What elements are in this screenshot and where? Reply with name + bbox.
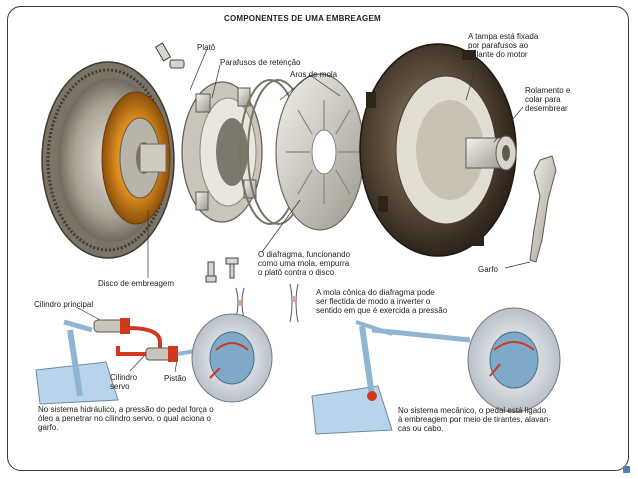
caption-mechanical-line: cas ou cabo. bbox=[398, 424, 444, 433]
leader-lines bbox=[75, 48, 531, 373]
mechanical-system bbox=[311, 307, 561, 435]
release-fork bbox=[529, 155, 557, 263]
label-bearing-line: desembrear bbox=[525, 104, 568, 113]
retaining-screws bbox=[154, 42, 239, 283]
label-diaphragm: O diafragma, funcionando como uma mola, … bbox=[258, 250, 350, 277]
corner-accent bbox=[623, 466, 630, 473]
label-retaining-screws: Parafusos de retenção bbox=[220, 58, 301, 67]
label-clutch-disc: Disco de embreagem bbox=[98, 279, 175, 288]
caption-mechanical-line: No sistema mecânico, o pedal está ligado bbox=[398, 406, 547, 415]
label-spring-rings: Aros de mola bbox=[290, 70, 338, 79]
clutch-cover bbox=[359, 43, 517, 257]
label-diaphragm-line: O diafragma, funcionando bbox=[258, 250, 351, 259]
label-fork: Garfo bbox=[478, 265, 499, 274]
clutch-disc bbox=[101, 91, 171, 225]
label-cover-line: por parafusos ao bbox=[468, 41, 529, 50]
pressure-plate bbox=[181, 81, 263, 223]
label-release-bearing: Rolamento e colar para desembrear bbox=[525, 86, 570, 113]
label-conical-line: A mola cônica do diafragma pode bbox=[316, 288, 435, 297]
diagram-title: COMPONENTES DE UMA EMBREAGEM bbox=[224, 14, 381, 23]
caption-mechanical-line: à embreagem por meio de tirantes, alavan… bbox=[398, 415, 551, 424]
hydraulic-system bbox=[35, 313, 273, 405]
caption-hydraulic-line: garfo. bbox=[38, 423, 59, 432]
label-diaphragm-line: o platô contra o disco bbox=[258, 268, 335, 277]
label-piston: Pistão bbox=[164, 374, 187, 383]
label-cover: A tampa está fixada por parafusos ao vol… bbox=[468, 32, 538, 59]
label-conical-spring: A mola cônica do diafragma pode ser flec… bbox=[316, 288, 447, 315]
caption-hydraulic-line: No sistema hidráulico, a pressão do peda… bbox=[38, 405, 214, 414]
diaphragm-spring bbox=[275, 73, 365, 231]
slide-frame bbox=[7, 6, 629, 471]
label-servo-line: Cilindro bbox=[110, 373, 138, 382]
caption-hydraulic: No sistema hidráulico, a pressão do peda… bbox=[38, 405, 214, 432]
label-bearing-line: Rolamento e bbox=[525, 86, 571, 95]
label-servo-cylinder: Cilindro servo bbox=[110, 373, 137, 391]
label-conical-line: sentido em que é exercida a pressão bbox=[316, 306, 448, 315]
label-cover-line: volante do motor bbox=[468, 50, 528, 59]
label-master-cylinder: Cilindro principal bbox=[34, 300, 94, 309]
label-plato: Platô bbox=[197, 43, 216, 52]
label-conical-line: ser flectida de modo a inverter o bbox=[316, 297, 431, 306]
label-servo-line: servo bbox=[110, 382, 130, 391]
label-diaphragm-line: como uma mola, empurra bbox=[258, 259, 350, 268]
caption-hydraulic-line: óleo a penetrar no cilindro servo, o qua… bbox=[38, 414, 211, 423]
caption-mechanical: No sistema mecânico, o pedal está ligado… bbox=[398, 406, 551, 433]
release-bearing bbox=[465, 135, 517, 171]
label-cover-line: A tampa está fixada bbox=[468, 32, 539, 41]
label-bearing-line: colar para bbox=[525, 95, 561, 104]
